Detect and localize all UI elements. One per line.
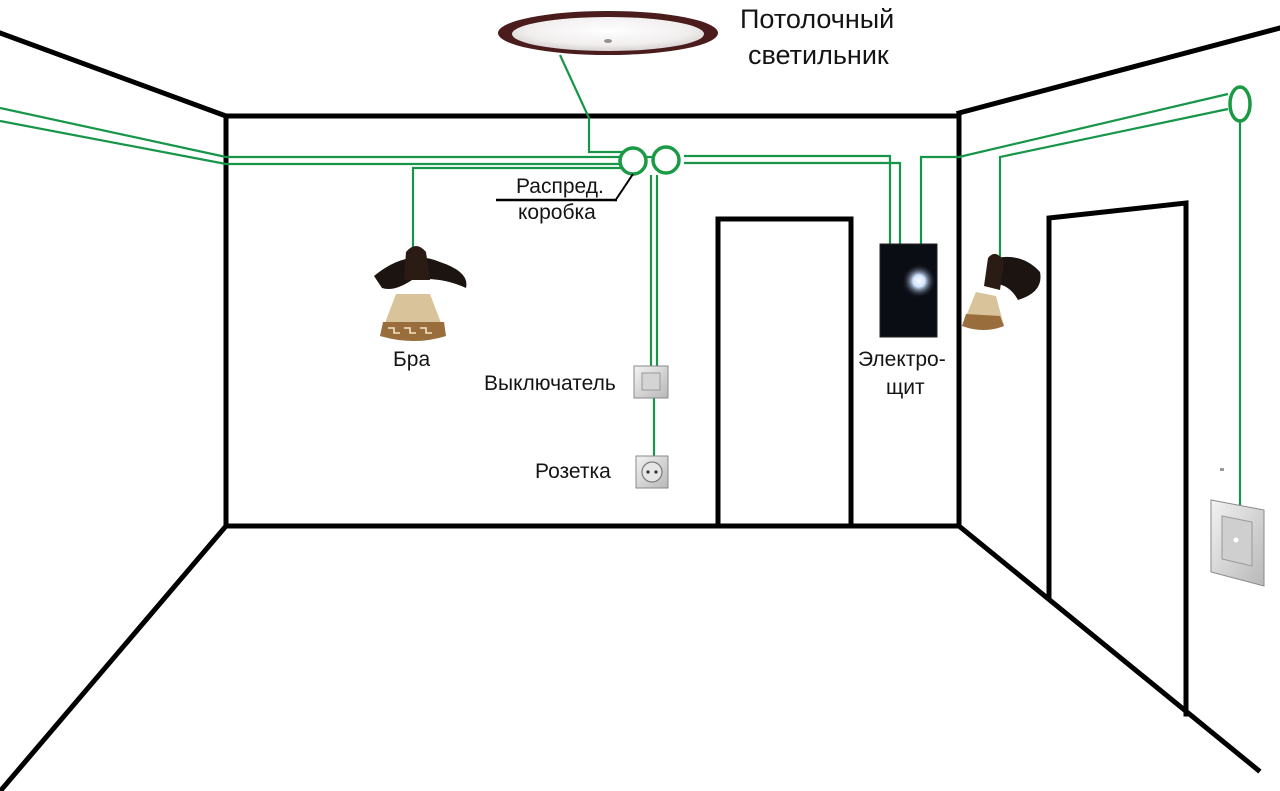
junction-boxes — [496, 85, 1252, 202]
right-door — [1046, 200, 1189, 717]
wire-to-panel-2 — [684, 161, 902, 244]
sconce-label: Бра — [393, 348, 430, 371]
electrical-panel-icon — [879, 243, 938, 338]
small-mark — [1220, 468, 1224, 471]
wire-left-wall-2 — [0, 119, 227, 166]
ceiling-left-edge — [0, 30, 230, 120]
socket-icon — [635, 455, 669, 489]
wire-right-sconce — [998, 107, 1229, 262]
wire-to-panel-1 — [684, 154, 892, 244]
back-door — [715, 216, 854, 529]
junction-box-label-line1: Распред. — [516, 175, 604, 198]
junction-box-2 — [651, 145, 681, 175]
panel-label-line1: Электро- — [858, 348, 946, 371]
wire-sconce-drop — [411, 166, 622, 252]
junction-box-right — [1228, 85, 1252, 123]
floor-left-edge — [0, 522, 230, 791]
switch-icon — [633, 365, 669, 399]
junction-leader-line — [614, 173, 634, 202]
ceiling-right-edge — [955, 25, 1280, 117]
sconce-icon — [374, 246, 467, 341]
wire-panel-right — [919, 92, 1229, 244]
ceiling-light-label-line2: светильник — [748, 40, 889, 70]
room-walls — [0, 25, 1280, 791]
floor-right-edge — [955, 522, 1262, 774]
wire-ceiling-light — [559, 54, 624, 154]
panel-label-line2: щит — [886, 376, 925, 399]
socket-label: Розетка — [535, 460, 611, 483]
ceiling-light-icon — [498, 11, 718, 55]
ceiling-light-label-line1: Потолочный — [740, 4, 894, 34]
junction-box-1 — [618, 146, 648, 176]
switch-icon-right — [1210, 499, 1265, 587]
switch-label: Выключатель — [484, 372, 616, 395]
wiring — [0, 54, 1242, 505]
junction-box-label-line2: коробка — [518, 201, 596, 224]
wire-left-wall-1 — [0, 106, 227, 159]
sconce-icon-right — [962, 253, 1041, 330]
